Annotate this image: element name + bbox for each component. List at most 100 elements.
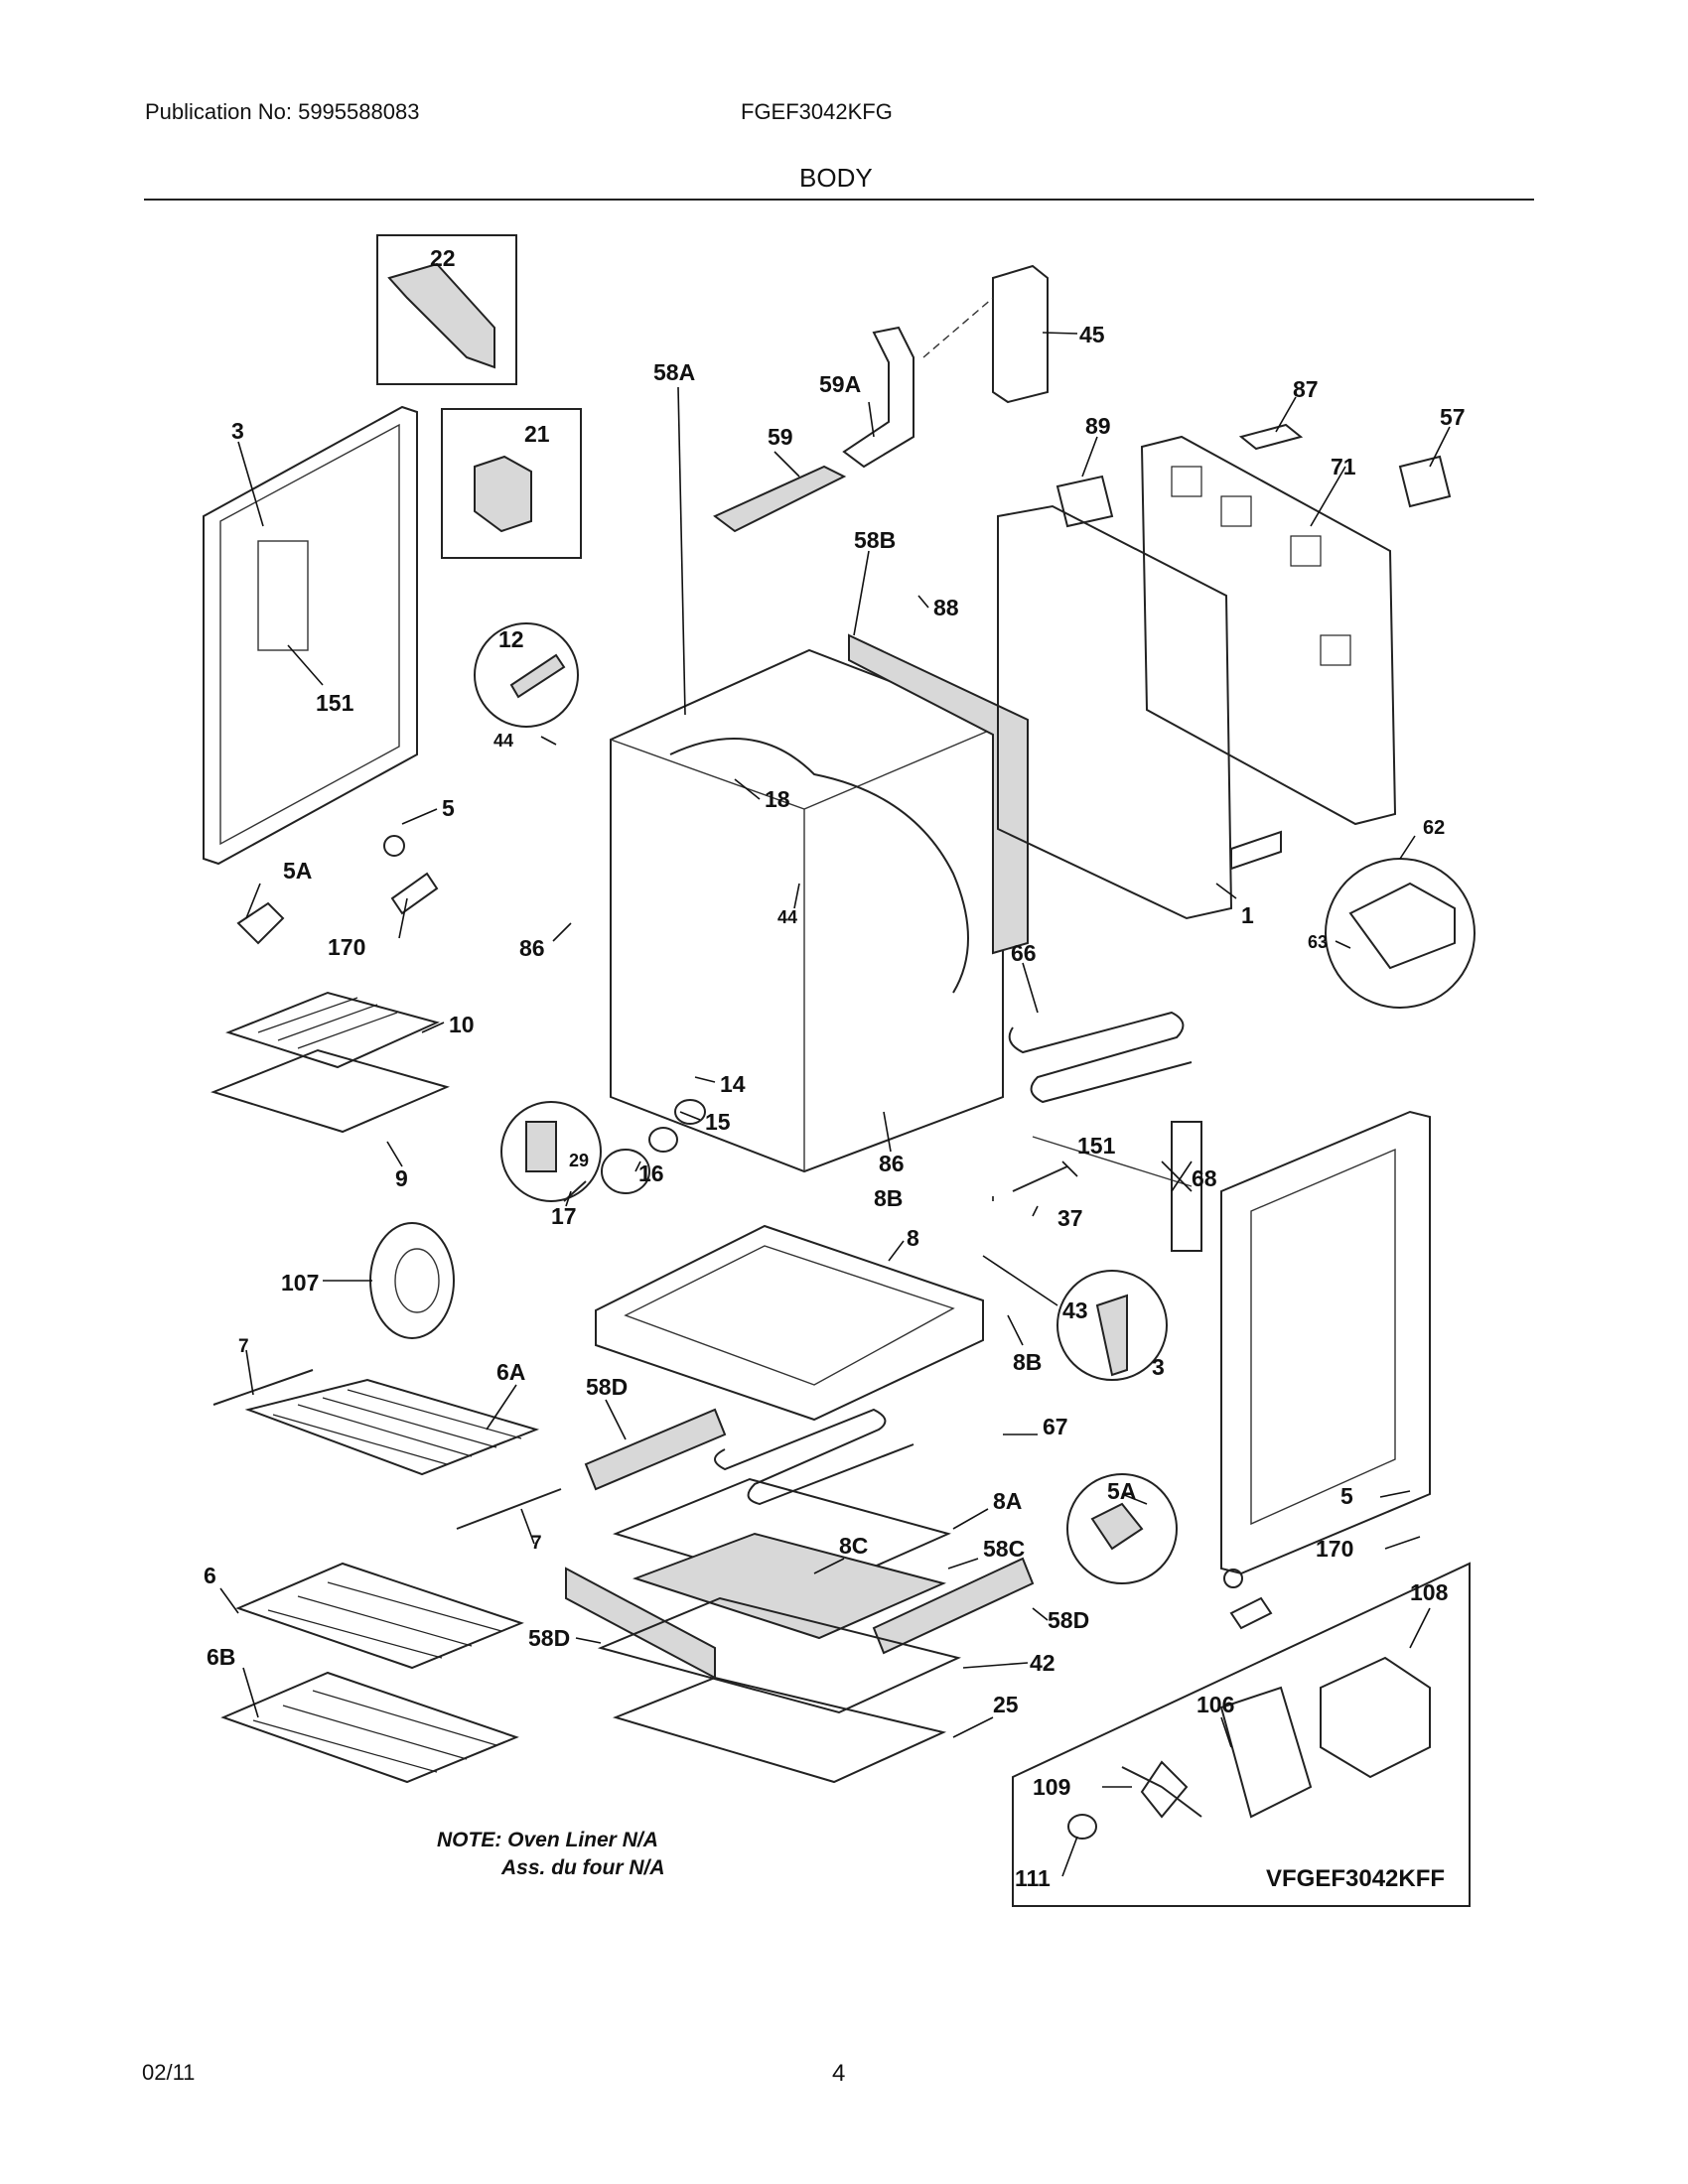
callout-89: 89: [1085, 413, 1111, 439]
oven-cavity: [610, 648, 1004, 1173]
side-panel-right-inner: [1250, 1148, 1396, 1526]
callout-170-left: 170: [328, 934, 365, 960]
callout-58d-upper: 58D: [586, 1374, 628, 1400]
callout-1: 1: [1241, 902, 1254, 928]
callout-66: 66: [1011, 940, 1037, 966]
rear-cover: [1140, 435, 1397, 826]
insulation-58d-right: [872, 1557, 1035, 1655]
insulation-58c: [632, 1532, 947, 1640]
leveler-left: [383, 835, 405, 857]
callout-17: 17: [551, 1203, 577, 1229]
oven-rack-6b-wires: [252, 1690, 497, 1773]
part-12-sensor: [509, 653, 566, 699]
callout-8b-upper: 8B: [874, 1185, 903, 1211]
publication-number: Publication No: 5995588083: [145, 99, 420, 124]
callout-8a: 8A: [993, 1488, 1022, 1514]
callout-67: 67: [1043, 1414, 1068, 1439]
variant-model-label: VFGEF3042KFF: [1266, 1865, 1445, 1892]
callout-labels: 22 45 59A 21 3 59 89 87 57 71 58B 88 12 …: [204, 245, 1466, 1891]
callout-58d-left: 58D: [528, 1625, 570, 1651]
part-87: [1238, 423, 1304, 451]
oven-rack-6-wires: [267, 1581, 502, 1659]
callout-109: 109: [1033, 1774, 1070, 1800]
duct-59: [713, 465, 847, 533]
callout-8b-lower: 8B: [1013, 1349, 1042, 1375]
dash-59a-45: [922, 297, 994, 358]
side-panel-right: [1220, 1110, 1431, 1575]
callout-63: 63: [1308, 932, 1328, 952]
section-title: BODY: [799, 163, 873, 193]
callout-57: 57: [1440, 404, 1466, 430]
part-57: [1398, 455, 1452, 508]
page-number: 4: [832, 2060, 846, 2087]
back-panel: [997, 504, 1233, 920]
callout-151-left: 151: [316, 690, 354, 716]
bracket-151-right: [1171, 1121, 1202, 1252]
bracket-5a-right: [1090, 1502, 1144, 1551]
callout-59a: 59A: [819, 371, 861, 397]
callout-18: 18: [765, 786, 790, 812]
part-89: [1055, 475, 1114, 528]
callout-16: 16: [638, 1160, 664, 1186]
terminal-block: [1230, 830, 1282, 871]
callout-86-lower: 86: [879, 1151, 905, 1176]
callout-12: 12: [498, 626, 524, 652]
side-panel-left-cutout: [257, 540, 309, 651]
detail-circle-5a: [1066, 1473, 1178, 1584]
lamp-cover-16: [601, 1149, 650, 1194]
oven-rack-6: [235, 1562, 524, 1670]
panel-42: [597, 1596, 962, 1714]
callout-15: 15: [705, 1109, 731, 1135]
lamp-socket-14: [674, 1099, 706, 1125]
callout-62: 62: [1423, 817, 1445, 839]
callout-3-right: 3: [1152, 1354, 1165, 1380]
fan-blade-109: [1121, 1760, 1202, 1819]
fan-bracket-106: [1219, 1686, 1313, 1819]
callout-6a: 6A: [496, 1359, 525, 1385]
callout-106: 106: [1196, 1692, 1234, 1717]
side-panel-left: [203, 405, 418, 866]
fan-motor-108: [1320, 1656, 1431, 1779]
callout-59: 59: [768, 424, 793, 450]
callout-5-left: 5: [442, 795, 455, 821]
part-21-block: [474, 455, 532, 533]
callout-43: 43: [1062, 1297, 1088, 1323]
callout-88: 88: [933, 595, 959, 620]
model-number: FGEF3042KFG: [741, 99, 893, 124]
oven-bottom-recess: [624, 1245, 955, 1386]
header-divider: [144, 199, 1534, 201]
part-62-block: [1348, 882, 1456, 970]
wire-68: [1032, 1136, 1193, 1187]
convection-inset-frame: [1012, 1562, 1471, 1907]
callout-111: 111: [1015, 1865, 1051, 1891]
nut-111: [1067, 1814, 1097, 1840]
lamp-bulb-15: [648, 1127, 678, 1153]
bolt-43: [1095, 1294, 1128, 1377]
callout-3-left: 3: [231, 418, 244, 444]
callout-151-right: 151: [1077, 1133, 1116, 1159]
callout-42: 42: [1030, 1650, 1055, 1676]
detail-circle-12: [474, 622, 579, 728]
inset-box-21: [441, 408, 582, 559]
callout-8: 8: [907, 1225, 919, 1251]
part-22-bracket: [387, 262, 495, 369]
leader-lines: [219, 332, 1451, 1877]
callout-22: 22: [430, 245, 456, 271]
bracket-170-left: [390, 872, 439, 915]
callout-7-lower: 7: [531, 1533, 542, 1554]
inset-box-22: [376, 234, 517, 385]
sensor-37: [1012, 1165, 1068, 1192]
rack-support-7-lower: [456, 1488, 562, 1530]
rear-cover-vents: [1171, 466, 1351, 666]
callout-7-upper: 7: [238, 1336, 249, 1357]
callout-87: 87: [1293, 376, 1319, 402]
callout-10: 10: [449, 1012, 475, 1037]
part-17: [563, 1180, 587, 1202]
callout-37: 37: [1057, 1205, 1083, 1231]
callout-44-upper: 44: [493, 731, 513, 751]
callout-45: 45: [1079, 322, 1105, 347]
bracket-170-right: [1229, 1596, 1273, 1630]
detail-circle-62: [1325, 858, 1476, 1009]
fan-cover-grill: [394, 1248, 440, 1313]
